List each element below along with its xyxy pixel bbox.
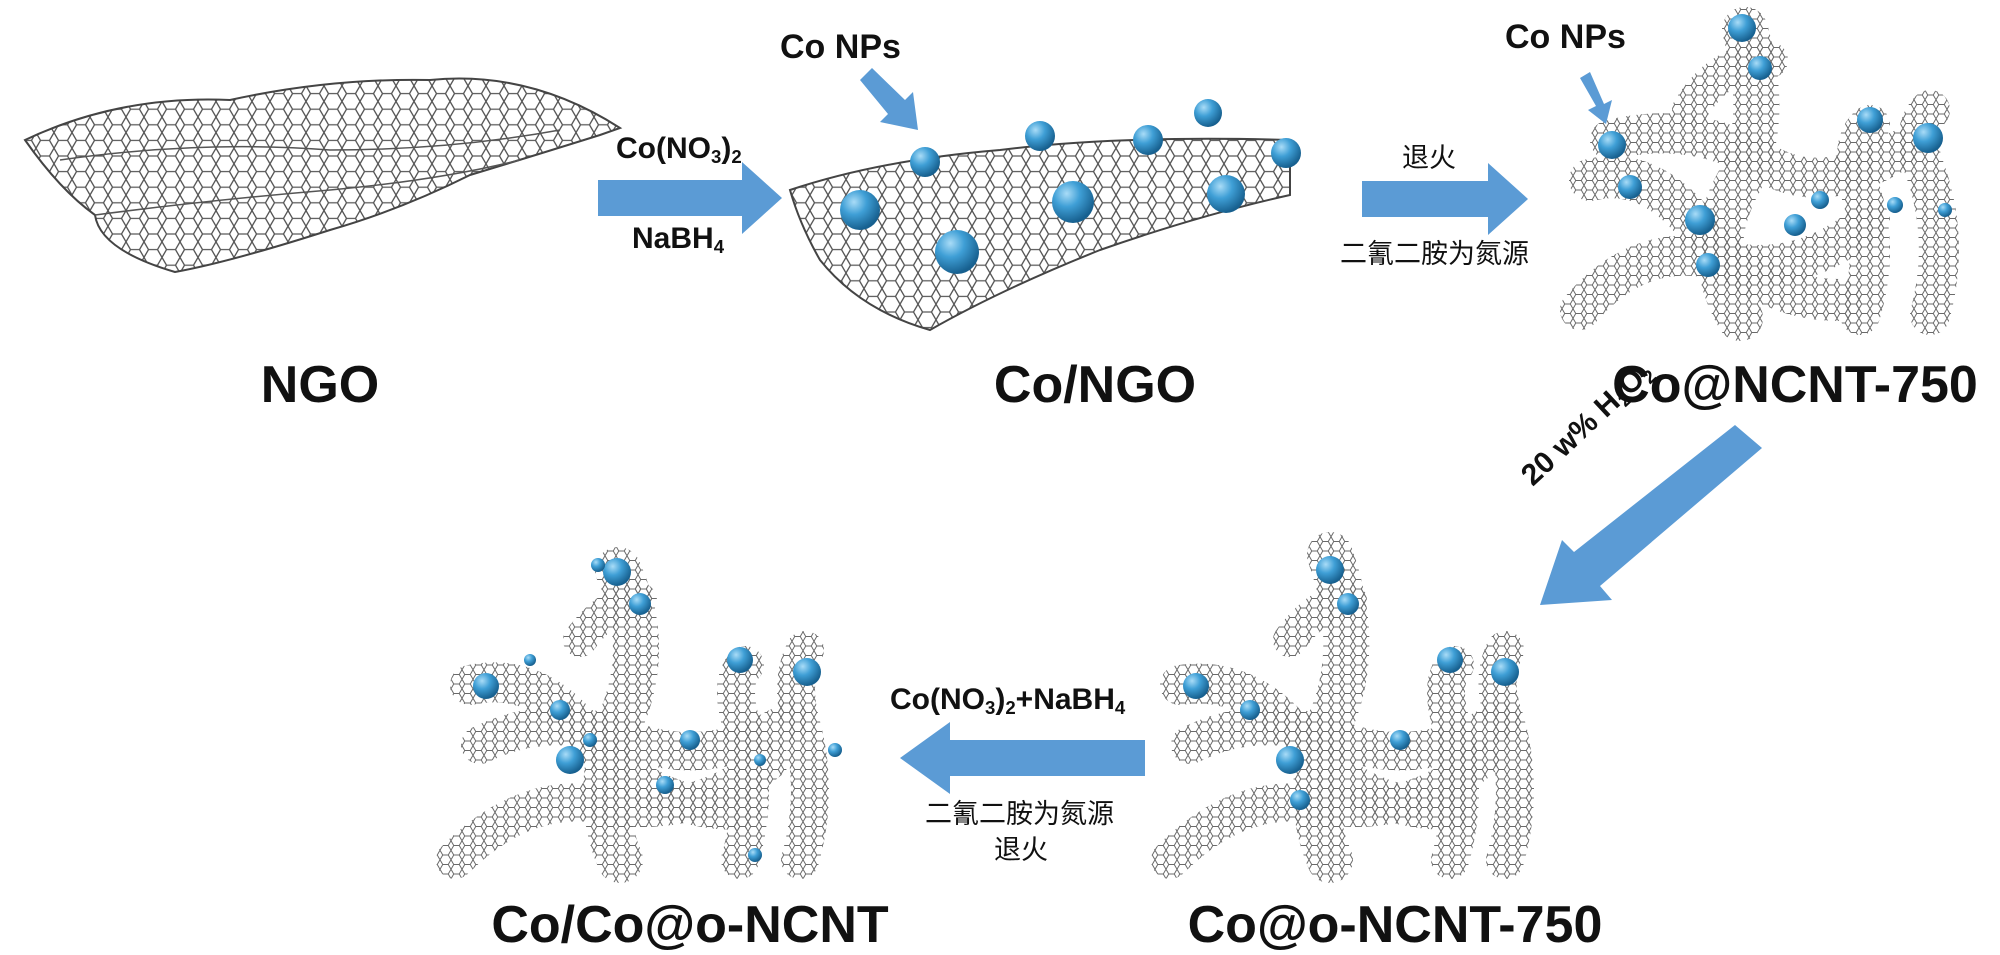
- arrow-step3: [1540, 425, 1762, 605]
- step4-reagent-top: Co(NO3)2+NaBH4: [890, 683, 1126, 719]
- stage-label-co-o-ncnt-750: Co@o-NCNT-750: [1187, 896, 1603, 954]
- stage-label-co-ngo: Co/NGO: [993, 356, 1197, 414]
- co-ngo-sheet: [788, 137, 1291, 332]
- step1-reagent-top: Co(NO3)2: [616, 132, 742, 168]
- arrow-step2: [1362, 163, 1528, 235]
- step4-bottom-label-1: 二氰二胺为氮源: [925, 799, 1114, 830]
- callout-arrow-2: [1580, 72, 1612, 124]
- co-nanoparticles-3: [1183, 556, 1519, 810]
- callout-co-nps-1: Co NPs: [780, 28, 901, 66]
- arrow-step1: [598, 162, 782, 234]
- stage-label-co-ncnt-750: Co@NCNT-750: [1612, 356, 1978, 414]
- ncnt-cluster-3: [436, 547, 829, 883]
- stage-label-co-co-o-ncnt: Co/Co@o-NCNT: [491, 896, 889, 954]
- callout-arrow-1: [860, 68, 918, 130]
- co-nanoparticles-4: [473, 558, 842, 862]
- step1-reagent-bottom: NaBH4: [632, 222, 725, 258]
- ncnt-cluster-2: [1151, 532, 1534, 883]
- step4-bottom-label-2: 退火: [994, 835, 1048, 866]
- step2-bottom-label: 二氰二胺为氮源: [1340, 239, 1529, 270]
- stage-label-ngo: NGO: [260, 356, 380, 414]
- callout-co-nps-2: Co NPs: [1505, 18, 1626, 56]
- ngo-sheet: [23, 77, 623, 274]
- co-nanoparticles-2: [1598, 14, 1952, 277]
- arrow-step4: [900, 722, 1145, 794]
- co-nanoparticles-1: [840, 99, 1301, 274]
- step2-top-label: 退火: [1402, 143, 1456, 174]
